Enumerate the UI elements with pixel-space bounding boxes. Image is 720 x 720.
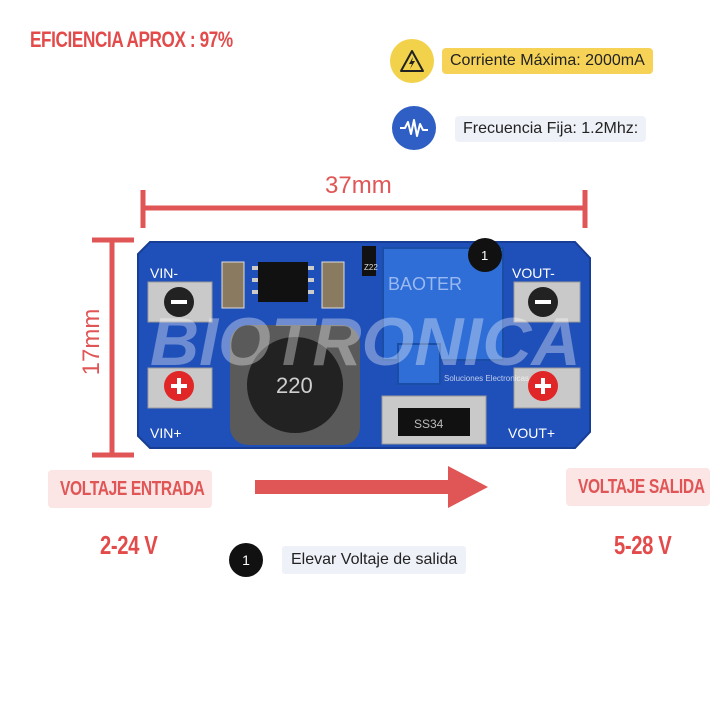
waveform-icon: [392, 106, 436, 150]
flow-arrow: [255, 466, 488, 508]
frequency-label: Frecuencia Fija: 1.2Mhz:: [455, 116, 647, 142]
output-voltage-range: 5-28 V: [614, 530, 672, 560]
height-label: 17mm: [78, 308, 105, 376]
watermark-subtitle: Soluciones Electronicas: [444, 374, 529, 383]
width-label: 37mm: [325, 172, 392, 199]
vin-minus-label: VIN-: [150, 265, 178, 281]
pot-brand: BAOTER: [388, 274, 462, 294]
note-text: Elevar Voltaje de salida: [282, 546, 467, 574]
width-dimension-line: [140, 190, 588, 228]
vout-minus-label: VOUT-: [512, 265, 555, 281]
max-current-label: Corriente Máxima: 2000mA: [442, 48, 653, 74]
vin-plus-label: VIN+: [150, 425, 182, 441]
input-voltage-range: 2-24 V: [100, 530, 158, 560]
output-voltage-ribbon: VOLTAJE SALIDA: [566, 468, 710, 506]
diode-label: SS34: [414, 417, 444, 431]
input-voltage-ribbon: VOLTAJE ENTRADA: [48, 470, 212, 508]
input-voltage-title: VOLTAJE ENTRADA: [60, 477, 205, 500]
watermark: BIOTRONICA: [150, 304, 581, 380]
height-dimension-line: [92, 237, 134, 458]
vout-plus-label: VOUT+: [508, 425, 555, 441]
ic-label: Z22: [364, 263, 378, 272]
pot-marker-badge: [468, 238, 502, 272]
lightning-warning-icon: [390, 39, 434, 83]
inductor-code: 220: [276, 373, 313, 398]
note-number-badge: 1: [229, 543, 263, 577]
efficiency-title: EFICIENCIA APROX : 97%: [30, 27, 233, 52]
output-voltage-title: VOLTAJE SALIDA: [578, 475, 705, 498]
pot-marker-number: 1: [481, 248, 488, 263]
